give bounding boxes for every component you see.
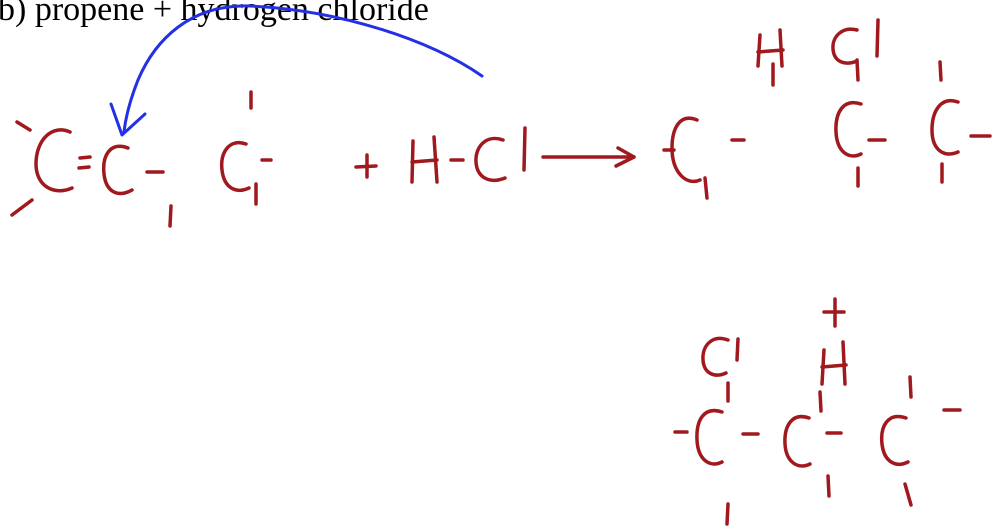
- bond-stub-c3-below: [903, 482, 913, 507]
- carbon-2-letter: [101, 144, 134, 196]
- bond-stub-c2-below: [826, 474, 831, 498]
- bond-stub-lower-left: [10, 198, 34, 217]
- carbon-3-letter: [220, 140, 251, 192]
- product2-letter-l: [735, 337, 740, 362]
- product1-carbon-2-letter: [834, 100, 863, 158]
- product2-letter-c: [701, 336, 730, 377]
- bond-stub-c3-above: [908, 375, 913, 399]
- product1-carbon-1-letter: [670, 116, 702, 184]
- product2-carbon-3-letter: [879, 414, 910, 466]
- bond-stub-c3-above: [938, 60, 943, 82]
- product1-letter-c: [831, 27, 859, 65]
- bond-stub-c1-below: [725, 502, 730, 526]
- double-bond-top: [78, 155, 92, 160]
- bond-stub-c2-below: [168, 204, 173, 228]
- bond-c2-to-cl: [855, 58, 860, 82]
- curved-mechanism-arrow: [109, 4, 484, 137]
- hydrogen-chloride-structure: [410, 126, 527, 184]
- product2-carbon-2-letter: [783, 414, 812, 468]
- propene-structure: [10, 90, 273, 228]
- product1-carbon-3-letter: [930, 98, 960, 156]
- letter-c: [474, 136, 507, 183]
- carbocation-plus-sign: [822, 297, 846, 328]
- product-2-structure: [673, 297, 962, 526]
- bond-stub-upper-left: [15, 120, 32, 132]
- carbon-1-letter: [34, 128, 74, 193]
- product2-carbon-1-letter: [695, 408, 724, 466]
- bond-c2-to-h: [818, 390, 823, 413]
- letter-h: [410, 135, 439, 184]
- double-bond-bottom: [77, 165, 91, 170]
- product2-letter-h: [820, 340, 848, 386]
- bond-stub-c1-below: [703, 176, 709, 200]
- product-1-structure: [662, 18, 992, 200]
- letter-l: [522, 126, 527, 172]
- plus-sign-reactants: [354, 153, 378, 179]
- product1-letter-l: [875, 18, 880, 58]
- reaction-arrow: [541, 146, 636, 168]
- product1-letter-h: [756, 28, 785, 68]
